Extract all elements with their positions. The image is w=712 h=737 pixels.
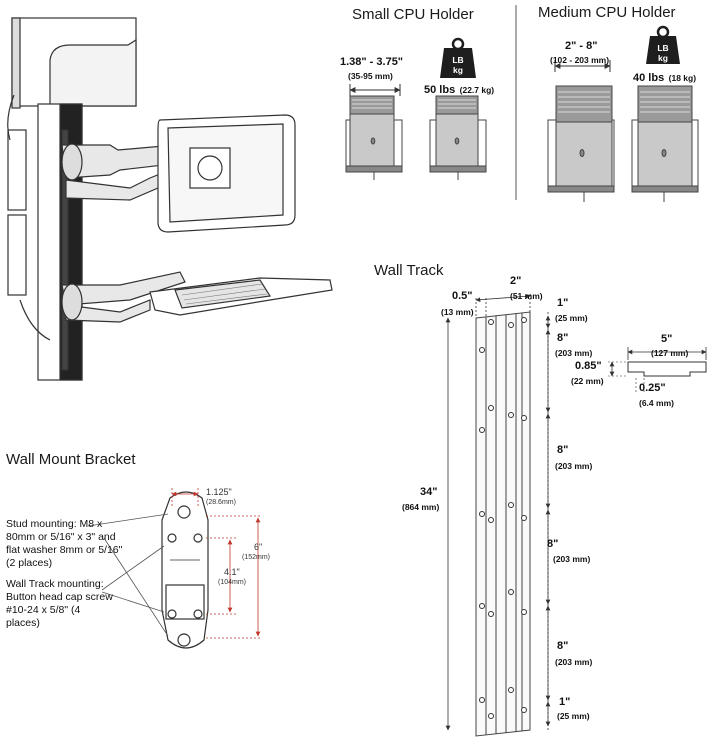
bracket-top-width-mm: (28.6mm) (206, 499, 236, 506)
wall-track-spacing-2: 8" (557, 444, 569, 456)
wall-track-spacing-3-mm: (203 mm) (553, 554, 591, 564)
bracket-height: 6" (254, 542, 263, 552)
medium-cpu-weight-lbs: 40 lbs (633, 72, 665, 84)
small-weight-icon (440, 37, 476, 78)
wall-track-bottom-margin-mm: (25 mm) (557, 711, 590, 721)
wall-bracket-drawing (161, 491, 209, 649)
wall-track-length-mm: (864 mm) (402, 502, 440, 512)
wall-track-profile-lip: 0.25" (639, 382, 666, 394)
medium-cpu-width: 2" - 8" (565, 40, 598, 52)
wall-track-profile-depth-mm: (22 mm) (571, 376, 604, 386)
medium-weight-icon-top: LB (657, 43, 668, 53)
wall-track-spacing-1: 8" (557, 332, 569, 344)
small-weight-icon-bottom: kg (453, 65, 463, 75)
wall-track-spacing-4-mm: (203 mm) (555, 657, 593, 667)
medium-cpu-title: Medium CPU Holder (538, 4, 676, 21)
stud-mounting-note: Stud mounting: M8 x 80mm or 5/16" x 3" a… (6, 518, 123, 569)
wall-bracket-title: Wall Mount Bracket (6, 451, 136, 468)
wall-track-profile-depth: 0.85" (575, 360, 602, 372)
wall-track-title: Wall Track (374, 262, 444, 279)
small-cpu-weight: 50 lbs (22.7 kg) (424, 80, 494, 98)
wall-track-top-offset: 0.5" (452, 290, 473, 302)
wall-track-bottom-margin: 1" (559, 696, 571, 708)
bracket-hole-spacing-mm: (104mm) (218, 579, 247, 586)
bracket-leader-lines (87, 513, 169, 637)
wall-track-width-mm: (51 mm) (510, 291, 543, 301)
medium-cpu-weight-kg: (18 kg) (668, 73, 697, 83)
medium-weight-icon (646, 25, 680, 64)
bracket-height-mm: (152mm) (242, 554, 271, 561)
small-weight-icon-top: LB (452, 55, 463, 65)
wall-track-spacing-2-mm: (203 mm) (555, 461, 593, 471)
wall-track-top-margin-mm: (25 mm) (555, 313, 588, 323)
wall-track-dimension-lines (445, 293, 551, 731)
wall-track-top-margin: 1" (557, 297, 569, 309)
small-cpu-drawings (345, 84, 487, 180)
wall-track-width: 2" (510, 275, 522, 287)
medium-cpu-drawings (547, 60, 699, 202)
wall-track-mounting-note: Wall Track mounting: Button head cap scr… (6, 578, 113, 629)
small-cpu-title: Small CPU Holder (352, 6, 474, 23)
wall-track-top-offset-mm: (13 mm) (441, 307, 474, 317)
small-cpu-width-mm: (35-95 mm) (348, 71, 393, 81)
small-cpu-weight-kg: (22.7 kg) (459, 85, 495, 95)
wall-track-spacing-1-mm: (203 mm) (555, 348, 593, 358)
medium-weight-icon-bottom: kg (658, 53, 668, 63)
medium-cpu-width-mm: (102 - 203 mm) (550, 55, 610, 65)
bracket-top-width: 1.125" (206, 487, 232, 497)
wall-track-spacing-4: 8" (557, 640, 569, 652)
wall-track-profile-lip-mm: (6.4 mm) (639, 398, 674, 408)
bracket-hole-spacing: 4.1" (224, 567, 240, 577)
wall-track-drawing (475, 311, 531, 737)
wall-track-length: 34" (420, 486, 438, 498)
wall-track-profile-width: 5" (661, 333, 673, 345)
medium-cpu-weight: 40 lbs (18 kg) (633, 68, 696, 86)
small-cpu-width: 1.38" - 3.75" (340, 56, 404, 68)
wall-track-spacing-3: 8" (547, 538, 559, 550)
wall-bracket-dims (171, 488, 262, 639)
wall-track-profile (608, 347, 707, 392)
wall-track-profile-width-mm: (127 mm) (651, 348, 689, 358)
workstation-illustration (7, 17, 333, 381)
small-cpu-weight-lbs: 50 lbs (424, 84, 456, 96)
